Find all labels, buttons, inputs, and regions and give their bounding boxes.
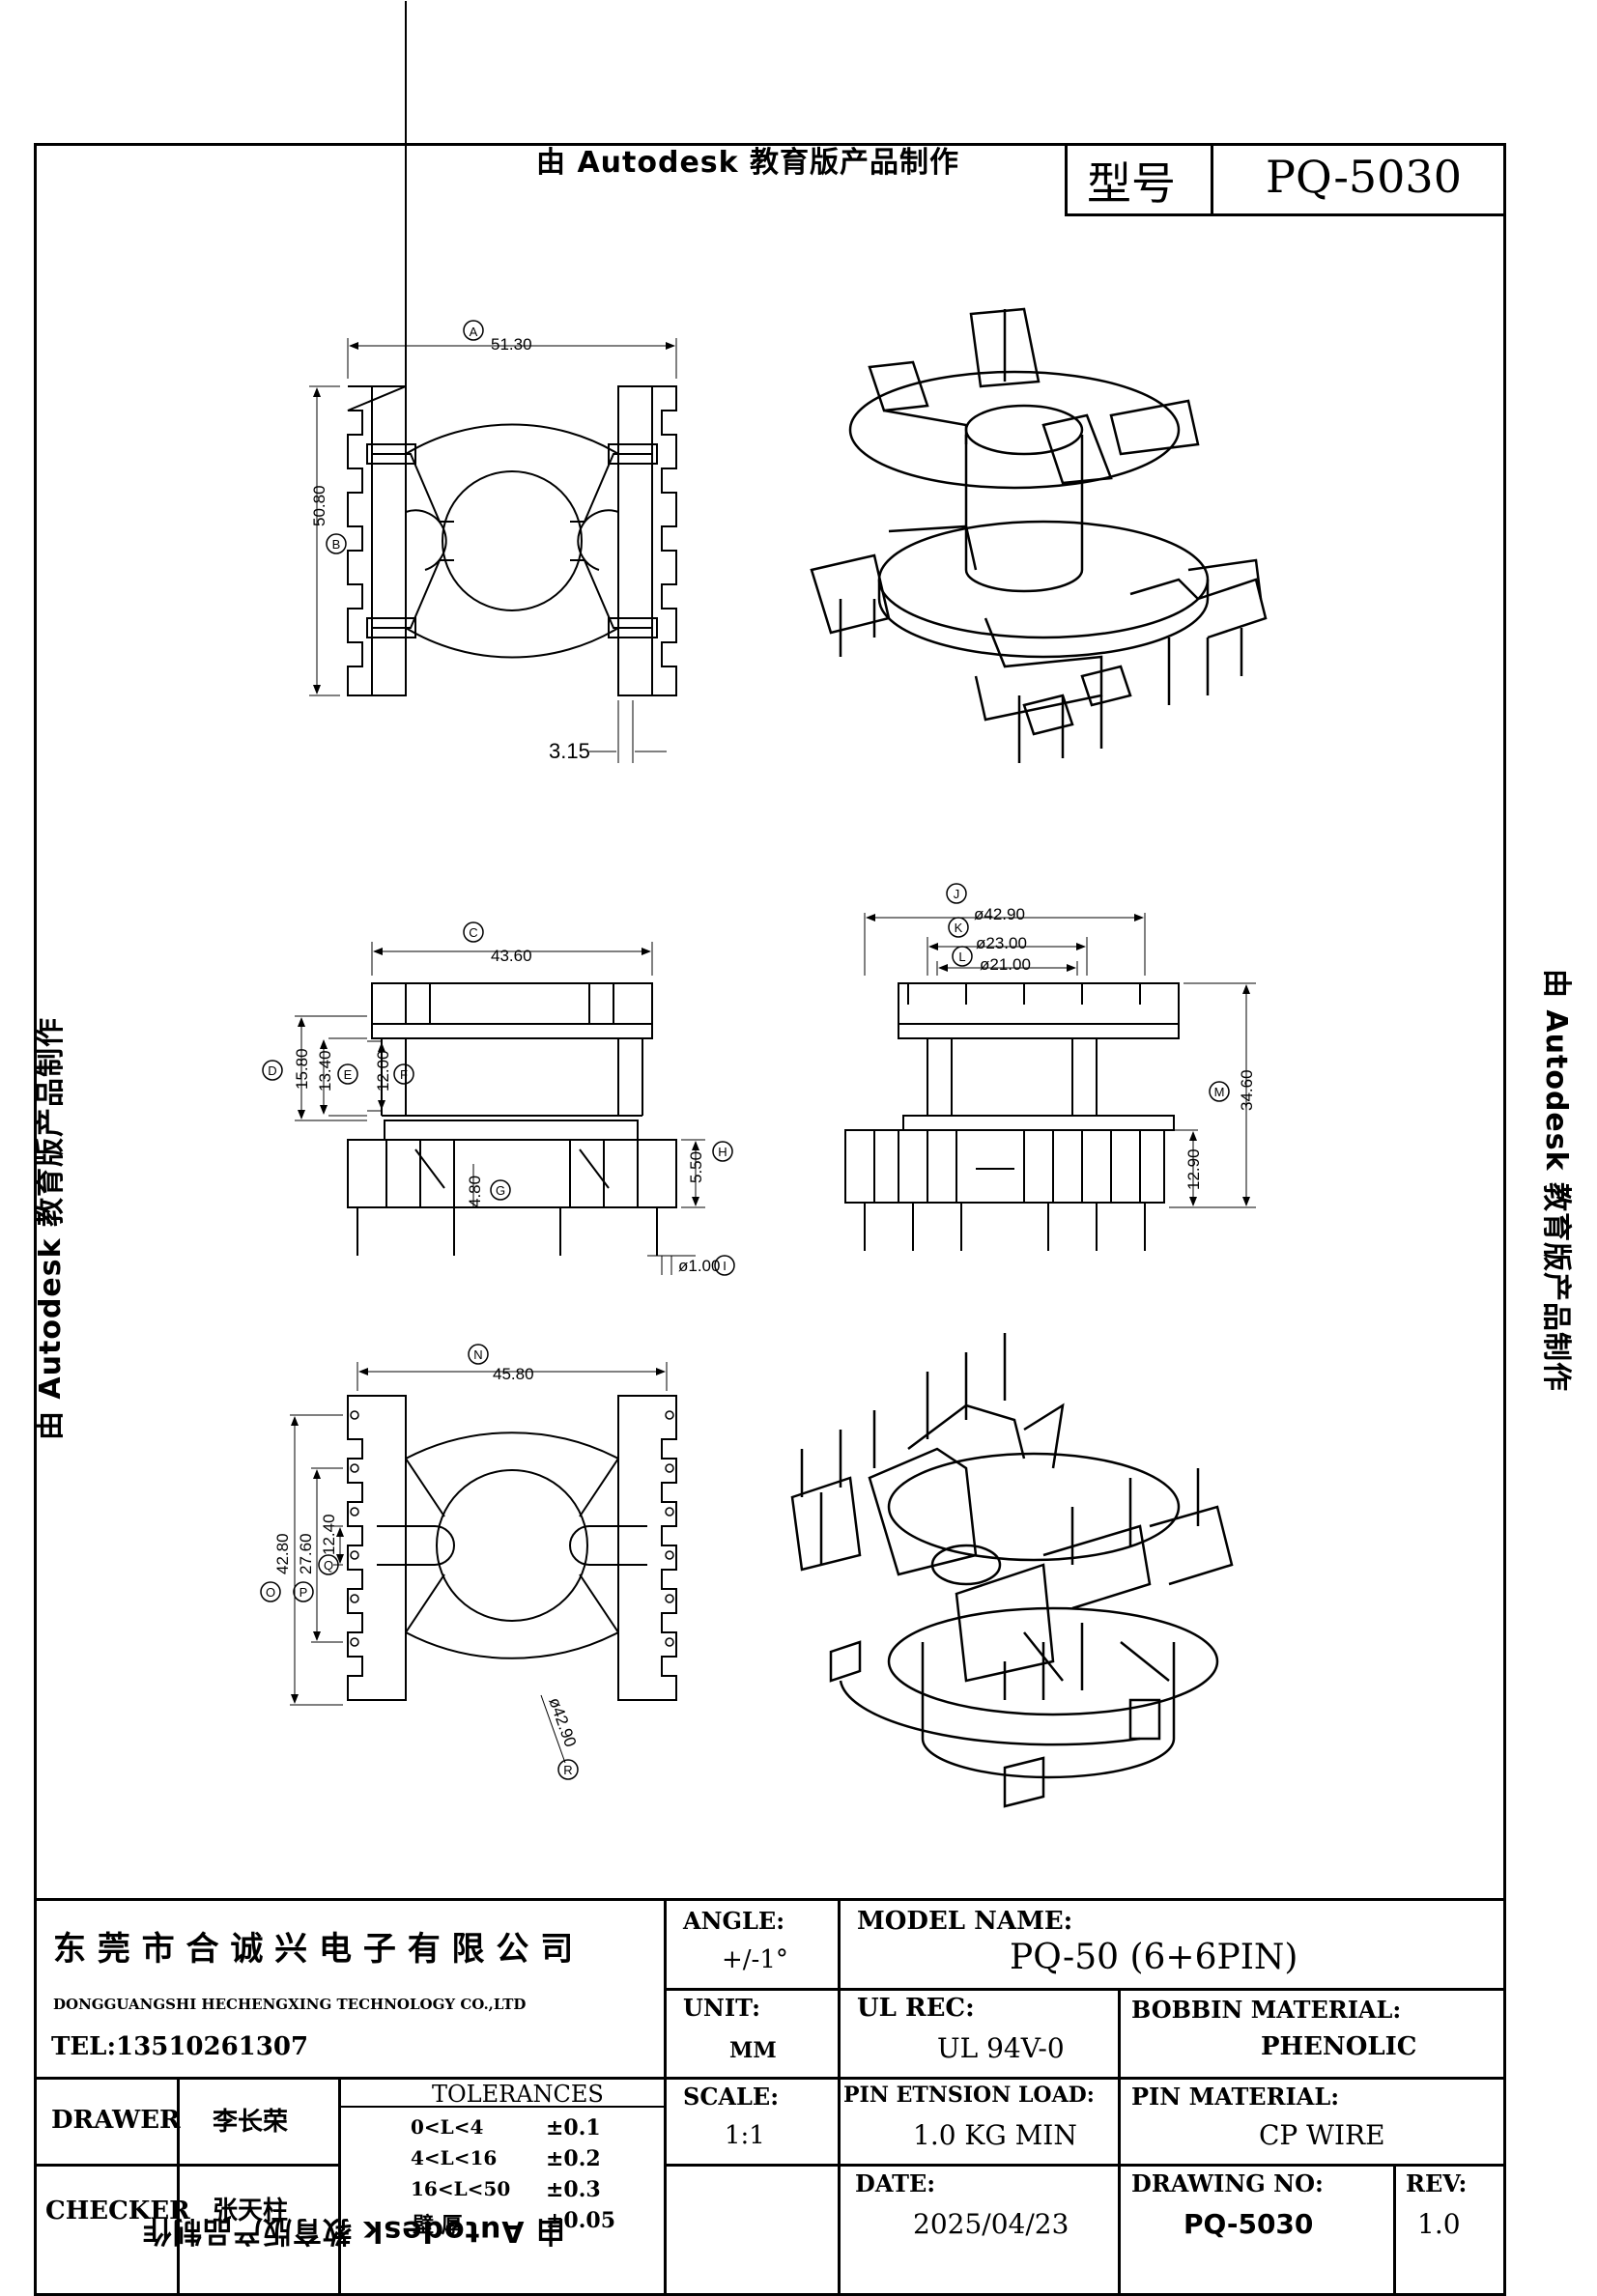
- type-label-cell: 型号: [1065, 143, 1213, 216]
- dim-n-value: 45.80: [493, 1365, 534, 1383]
- tol-range: 0<L<4: [411, 2115, 484, 2139]
- dim-q-label: Q: [324, 1558, 333, 1573]
- model-name-value: PQ-50 (6+6PIN): [1010, 1938, 1298, 1977]
- tol-range: 壁 厚: [413, 2214, 463, 2238]
- company-name-en: DONGGUANGSHI HECHENGXING TECHNOLOGY CO.,…: [53, 1996, 527, 2013]
- dim-k-label: K: [955, 921, 963, 935]
- dim-b-label: B: [332, 537, 341, 552]
- dim-e-label: E: [344, 1067, 353, 1082]
- dim-c-value: 43.60: [491, 947, 532, 965]
- isometric-view-bottom: [790, 1333, 1234, 1808]
- dim-b-value: 50.80: [310, 485, 328, 526]
- tolerances-label: TOLERANCES: [432, 2081, 604, 2108]
- dim-i-label: I: [723, 1259, 727, 1273]
- dim-h-label: H: [718, 1145, 727, 1159]
- dim-e-value: 13.40: [316, 1050, 334, 1091]
- title-block: 东 莞 市 合 诚 兴 电 子 有 限 公 司 DONGGUANGSHI HEC…: [34, 1898, 1506, 2296]
- scale-label: SCALE:: [683, 2083, 780, 2111]
- dim-j-label: J: [954, 887, 960, 901]
- company-name-cn: 东 莞 市 合 诚 兴 电 子 有 限 公 司: [53, 1930, 574, 1969]
- top-view: [309, 1, 677, 763]
- dim-q-value: 12.40: [320, 1514, 338, 1555]
- dim-f-value: 12.00: [374, 1050, 392, 1091]
- tol-value: ±0.05: [546, 2208, 616, 2233]
- dim-p-value: 27.60: [297, 1533, 315, 1574]
- unit-label: UNIT:: [683, 1994, 760, 2022]
- dim-o-value: 42.80: [273, 1533, 292, 1574]
- drawer-value: 李长荣: [213, 2108, 289, 2137]
- dim-g-value: 4.80: [466, 1176, 484, 1207]
- dim-f-label: F: [400, 1067, 408, 1082]
- dim-m-value: 34.60: [1238, 1069, 1256, 1111]
- front-view: [295, 942, 705, 1275]
- pin-load-label: PIN ETNSION LOAD:: [843, 2083, 1095, 2108]
- tol-range: 4<L<16: [411, 2146, 498, 2169]
- checker-value: 张天柱: [213, 2197, 289, 2225]
- dim-j-value: ø42.90: [974, 905, 1025, 923]
- ul-rec-value: UL 94V-0: [937, 2032, 1065, 2064]
- tol-value: ±0.3: [546, 2177, 601, 2202]
- dim-r-label: R: [563, 1763, 572, 1777]
- drawer-label: DRAWER: [51, 2106, 181, 2135]
- angle-label: ANGLE:: [683, 1907, 785, 1935]
- drawing-no-value: PQ-5030: [1183, 2208, 1314, 2240]
- tol-range: 16<L<50: [411, 2177, 511, 2200]
- dim-c-label: C: [469, 925, 477, 940]
- dim-n-label: N: [473, 1347, 482, 1362]
- dim-a-value: 51.30: [491, 335, 532, 354]
- rev-label: REV:: [1406, 2169, 1468, 2197]
- ul-rec-label: UL REC:: [857, 1994, 975, 2023]
- unit-value: MM: [729, 2038, 777, 2063]
- scale-value: 1:1: [725, 2121, 765, 2150]
- dim-o-label: O: [266, 1585, 275, 1600]
- watermark-top: 由 Autodesk 教育版产品制作: [536, 146, 960, 180]
- drawing-no-label: DRAWING NO:: [1131, 2169, 1324, 2197]
- dim-l-label: L: [958, 950, 965, 964]
- date-value: 2025/04/23: [913, 2208, 1069, 2240]
- dim-i-value: ø1.00: [678, 1257, 720, 1275]
- technical-drawing: A 51.30 B 50.80 3.15 C 43.60 D 15.80 E 1…: [260, 1, 1268, 1808]
- checker-label: CHECKER: [45, 2197, 190, 2225]
- rev-value: 1.0: [1417, 2208, 1461, 2240]
- dim-m2-value: 12.90: [1184, 1148, 1203, 1190]
- dim-d-value: 15.80: [293, 1048, 311, 1090]
- date-label: DATE:: [855, 2169, 936, 2197]
- dim-g-label: G: [496, 1183, 505, 1198]
- bobbin-material-label: BOBBIN MATERIAL:: [1131, 1996, 1402, 2024]
- watermark-bottom: 由 Autodesk 教育版产品制作: [141, 2214, 565, 2248]
- dim-a-label: A: [470, 325, 478, 339]
- pin-material-label: PIN MATERIAL:: [1131, 2083, 1340, 2111]
- isometric-view-top: [810, 307, 1268, 763]
- side-view: [844, 913, 1256, 1251]
- model-name-label: MODEL NAME:: [857, 1907, 1073, 1936]
- type-value-cell: PQ-5030: [1211, 143, 1506, 216]
- pin-gap-value: 3.15: [549, 739, 590, 763]
- tol-value: ±0.2: [546, 2146, 601, 2171]
- bottom-view: [290, 1362, 677, 1764]
- pin-material-value: CP WIRE: [1259, 2119, 1385, 2151]
- tol-value: ±0.1: [546, 2115, 601, 2140]
- dim-d-label: D: [268, 1063, 276, 1078]
- dim-h-value: 5.50: [687, 1151, 705, 1183]
- dim-p-label: P: [299, 1585, 308, 1600]
- company-tel: TEL:13510261307: [51, 2032, 309, 2061]
- type-value: PQ-5030: [1266, 151, 1462, 203]
- pin-load-value: 1.0 KG MIN: [913, 2119, 1077, 2151]
- dim-l-value: ø21.00: [980, 955, 1031, 974]
- dim-m-label: M: [1214, 1085, 1225, 1099]
- bobbin-material-value: PHENOLIC: [1261, 2032, 1417, 2061]
- type-label: 型号: [1087, 157, 1176, 210]
- dim-k-value: ø23.00: [976, 934, 1027, 952]
- angle-value: +/-1°: [722, 1945, 788, 1974]
